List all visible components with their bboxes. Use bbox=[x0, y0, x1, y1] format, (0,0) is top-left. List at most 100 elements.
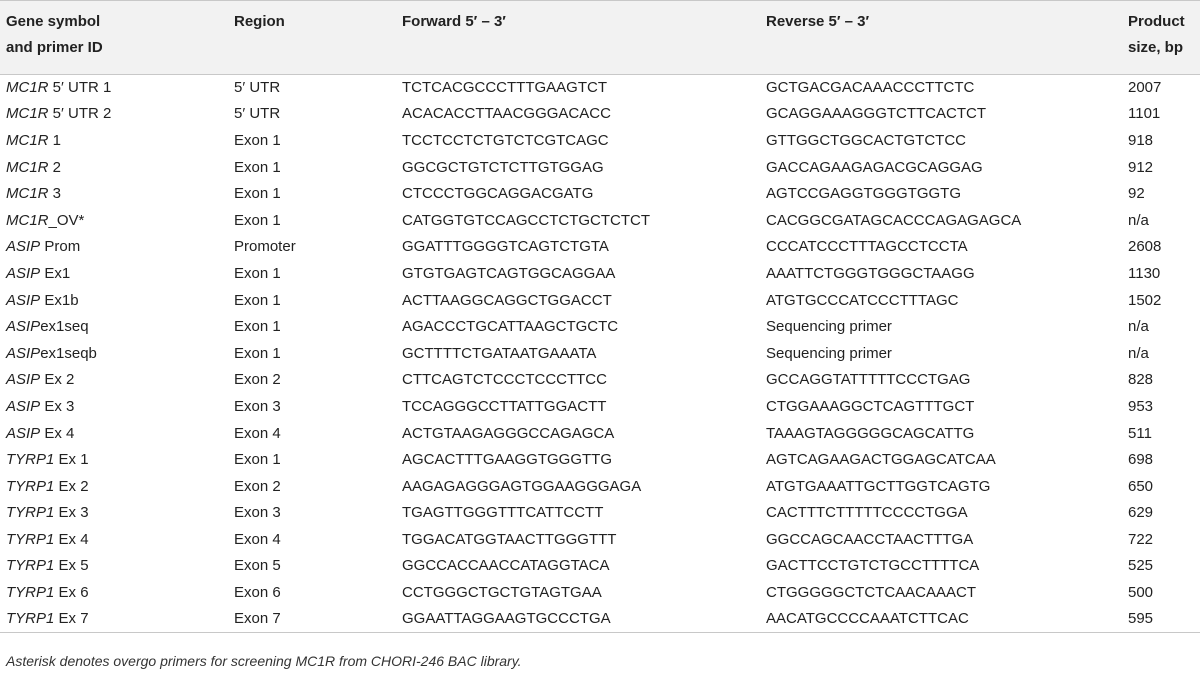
primer-id-suffix: Ex 5 bbox=[54, 557, 89, 575]
forward-primer-cell: GCTTTTCTGATAATGAAATA bbox=[402, 344, 597, 362]
reverse-primer-cell: AGTCAGAAGACTGGAGCATCAA bbox=[766, 451, 996, 469]
primer-id-suffix: Ex 1 bbox=[54, 451, 89, 469]
primer-id-cell: ASIP Ex 4 bbox=[0, 420, 228, 447]
header-region: Region bbox=[228, 1, 396, 75]
forward-primer-cell: ACTTAAGGCAGGCTGGACCT bbox=[402, 291, 612, 309]
reverse-primer-cell: GACTTCCTGTCTGCCTTTTCA bbox=[766, 557, 980, 575]
gene-symbol: MC1R bbox=[6, 185, 49, 203]
reverse-primer-cell: CTGGGGGCTCTCAACAAACT bbox=[766, 584, 977, 602]
forward-primer-cell: GTGTGAGTCAGTGGCAGGAA bbox=[402, 264, 616, 282]
primer-id-cell: MC1R 1 bbox=[0, 128, 228, 155]
primer-id-suffix: ex1seqb bbox=[40, 344, 97, 362]
reverse-primer-cell: Sequencing primer bbox=[766, 318, 892, 336]
product-size-cell: 828 bbox=[1128, 371, 1154, 389]
header-forward: Forward 5′ – 3′ bbox=[396, 1, 760, 75]
primer-id-suffix: Ex 4 bbox=[54, 530, 89, 548]
table-row: ASIPex1seqb Exon 1 GCTTTTCTGATAATGAAATA Seq… bbox=[0, 340, 1200, 367]
primer-id-cell: ASIP Ex 3 bbox=[0, 394, 228, 421]
region-cell: Promoter bbox=[234, 238, 296, 256]
primer-id-suffix: 1 bbox=[48, 131, 62, 149]
reverse-primer-cell: GACCAGAAGAGACGCAGGAG bbox=[766, 158, 983, 176]
forward-primer-cell: AGACCCTGCATTAAGCTGCTC bbox=[402, 318, 619, 336]
forward-primer-cell: TGAGTTGGGTTTCATTCCTT bbox=[402, 504, 604, 522]
forward-primer-cell: CCTGGGCTGCTGTAGTGAA bbox=[402, 584, 602, 602]
primer-id-cell: ASIPex1seq bbox=[0, 314, 228, 341]
product-size-cell: n/a bbox=[1128, 211, 1149, 229]
region-cell: Exon 1 bbox=[234, 344, 281, 362]
primer-id-cell: ASIP Ex1 bbox=[0, 261, 228, 288]
primer-id-suffix: 5′ UTR 1 bbox=[48, 79, 112, 97]
product-size-cell: n/a bbox=[1128, 318, 1149, 336]
region-cell: 5′ UTR bbox=[234, 79, 281, 97]
gene-symbol: ASIP bbox=[6, 344, 41, 362]
product-size-cell: 629 bbox=[1128, 504, 1154, 522]
primer-id-cell: TYRP1 Ex 3 bbox=[0, 500, 228, 527]
reverse-primer-cell: AAATTCTGGGTGGGCTAAGG bbox=[766, 264, 975, 282]
reverse-primer-cell: CACGGCGATAGCACCCAGAGAGCA bbox=[766, 211, 1022, 229]
region-cell: Exon 1 bbox=[234, 291, 281, 309]
region-cell: Exon 1 bbox=[234, 451, 281, 469]
primer-id-cell: TYRP1 Ex 6 bbox=[0, 580, 228, 607]
primer-id-cell: MC1R 2 bbox=[0, 154, 228, 181]
region-cell: Exon 1 bbox=[234, 211, 281, 229]
primer-id-cell: ASIPex1seqb bbox=[0, 340, 228, 367]
header-gene-symbol: Gene symbol and primer ID bbox=[0, 1, 228, 75]
region-cell: Exon 4 bbox=[234, 424, 281, 442]
region-cell: Exon 1 bbox=[234, 131, 281, 149]
primer-id-cell: TYRP1 Ex 2 bbox=[0, 473, 228, 500]
region-cell: Exon 1 bbox=[234, 158, 281, 176]
primer-id-cell: TYRP1 Ex 5 bbox=[0, 553, 228, 580]
header-forward-label: Forward 5′ – 3′ bbox=[402, 13, 506, 30]
primer-id-suffix: Ex 4 bbox=[40, 424, 75, 442]
gene-symbol: ASIP bbox=[6, 264, 41, 282]
product-size-cell: 953 bbox=[1128, 397, 1154, 415]
reverse-primer-cell: ATGTGCCCATCCCTTTAGC bbox=[766, 291, 959, 309]
forward-primer-cell: GGATTTGGGGTCAGTCTGTA bbox=[402, 238, 609, 256]
gene-symbol: TYRP1 bbox=[6, 610, 55, 628]
header-reverse-label: Reverse 5′ – 3′ bbox=[766, 13, 870, 30]
region-cell: Exon 7 bbox=[234, 610, 281, 628]
primer-id-suffix: Ex 7 bbox=[54, 610, 89, 628]
gene-symbol: ASIP bbox=[6, 291, 41, 309]
header-gene-symbol-line2: and primer ID bbox=[6, 39, 103, 56]
gene-symbol: ASIP bbox=[6, 238, 41, 256]
reverse-primer-cell: AACATGCCCCAAATCTTCAC bbox=[766, 610, 969, 628]
forward-primer-cell: GGCGCTGTCTCTTGTGGAG bbox=[402, 158, 604, 176]
region-cell: Exon 5 bbox=[234, 557, 281, 575]
header-region-label: Region bbox=[234, 13, 285, 30]
primer-id-cell: MC1R 5′ UTR 2 bbox=[0, 101, 228, 128]
primer-id-suffix: _OV* bbox=[48, 211, 85, 229]
primer-id-cell: MC1R 3 bbox=[0, 181, 228, 208]
header-reverse: Reverse 5′ – 3′ bbox=[760, 1, 1122, 75]
primer-id-suffix: Ex 3 bbox=[54, 504, 89, 522]
gene-symbol: TYRP1 bbox=[6, 530, 55, 548]
header-product-size-line2: size, bp bbox=[1128, 39, 1184, 56]
forward-primer-cell: CATGGTGTCCAGCCTCTGCTCTCT bbox=[402, 211, 651, 229]
reverse-primer-cell: GCCAGGTATTTTTCCCTGAG bbox=[766, 371, 971, 389]
reverse-primer-cell: ATGTGAAATTGCTTGGTCAGTG bbox=[766, 477, 991, 495]
forward-primer-cell: CTCCCTGGCAGGACGATG bbox=[402, 185, 594, 203]
gene-symbol: TYRP1 bbox=[6, 477, 55, 495]
table-row: MC1R 2 Exon 1 GGCGCTGTCTCTTGTGGAG GACCAGAAG… bbox=[0, 154, 1200, 181]
reverse-primer-cell: Sequencing primer bbox=[766, 344, 892, 362]
primer-id-cell: TYRP1 Ex 4 bbox=[0, 527, 228, 554]
header-gene-symbol-line1: Gene symbol bbox=[6, 13, 101, 30]
product-size-cell: 525 bbox=[1128, 557, 1154, 575]
gene-symbol: TYRP1 bbox=[6, 451, 55, 469]
gene-symbol: TYRP1 bbox=[6, 557, 55, 575]
forward-primer-cell: TCCTCCTCTGTCTCGTCAGC bbox=[402, 131, 609, 149]
product-size-cell: 650 bbox=[1128, 477, 1154, 495]
product-size-cell: 511 bbox=[1128, 424, 1152, 442]
primer-table: Gene symbol and primer ID Region Forward… bbox=[0, 0, 1200, 633]
